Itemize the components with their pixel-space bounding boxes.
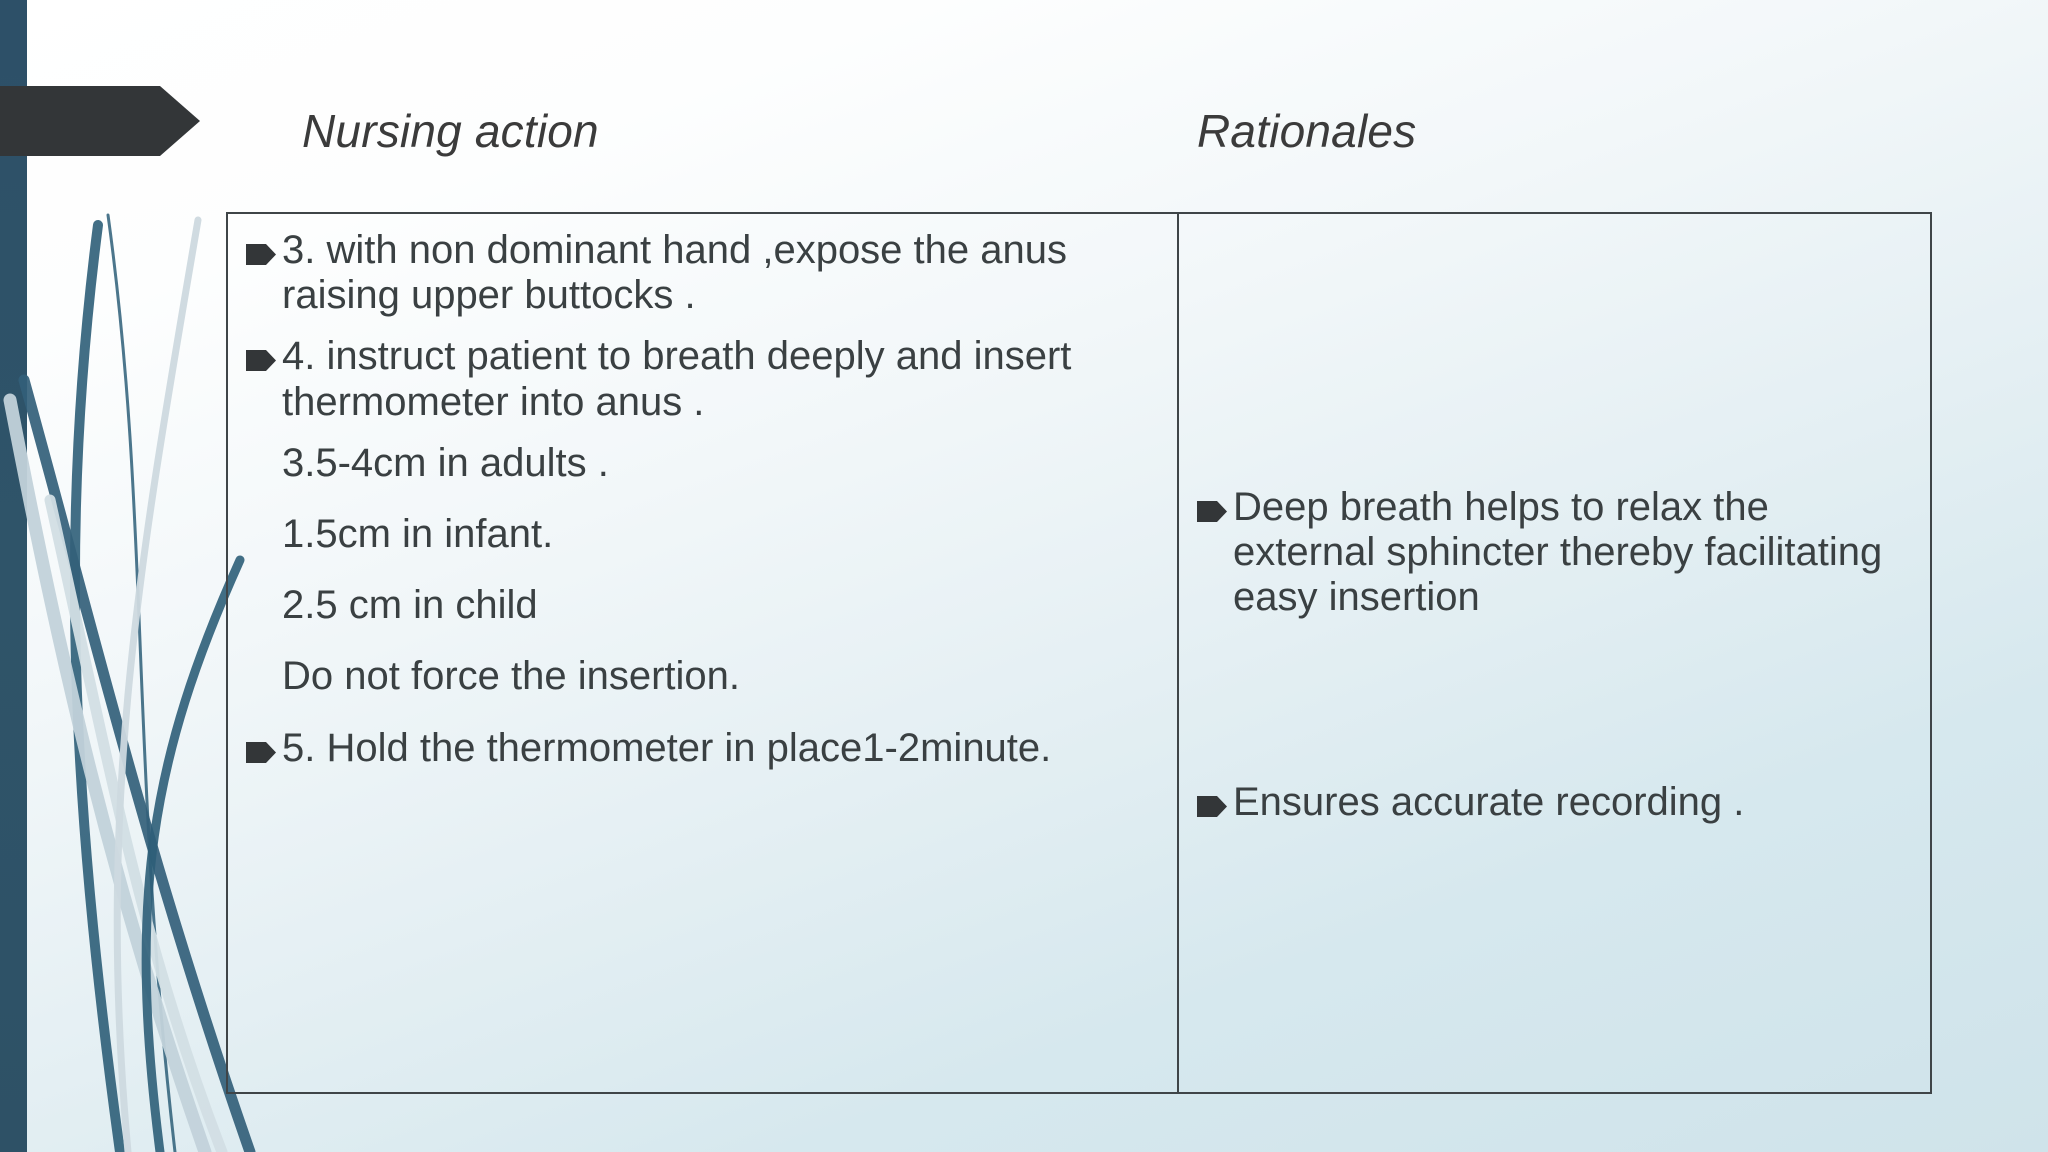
list-item-text: 4. instruct patient to breath deeply and… xyxy=(282,334,1072,424)
arrow-bullet-icon xyxy=(246,244,276,265)
banner-arrow-shape xyxy=(0,86,200,156)
table-cell-rationales: Deep breath helps to relax the external … xyxy=(1179,214,1930,1092)
list-item: 4. instruct patient to breath deeply and… xyxy=(246,334,1161,424)
list-item: Deep breath helps to relax the external … xyxy=(1197,485,1914,621)
page-title-nursing-action: Nursing action xyxy=(302,105,599,157)
left-accent-bar xyxy=(0,0,27,1152)
list-item: 3. with non dominant hand ,expose the an… xyxy=(246,228,1161,318)
list-item-text: Ensures accurate recording . xyxy=(1233,780,1745,825)
nursing-rationale-table: 3. with non dominant hand ,expose the an… xyxy=(226,212,1932,1094)
arrow-bullet-icon xyxy=(1197,500,1227,522)
list-item-text: 5. Hold the thermometer in place1-2minut… xyxy=(282,725,1052,770)
spacer xyxy=(1197,620,1914,780)
list-item-text: 3. with non dominant hand ,expose the an… xyxy=(282,228,1067,318)
list-item-text: Deep breath helps to relax the external … xyxy=(1233,484,1883,619)
page-title-rationales: Rationales xyxy=(1197,105,1417,157)
list-item-text: 3.5-4cm in adults . xyxy=(282,440,609,485)
list-item: Ensures accurate recording . xyxy=(1197,780,1914,825)
list-item: 5. Hold the thermometer in place1-2minut… xyxy=(246,726,1161,771)
list-item-text: 1.5cm in infant. xyxy=(282,511,554,556)
table-cell-nursing-action: 3. with non dominant hand ,expose the an… xyxy=(228,214,1179,1092)
arrow-bullet-icon xyxy=(1197,796,1227,818)
list-item-text: Do not force the insertion. xyxy=(282,654,741,699)
arrow-bullet-icon xyxy=(246,350,276,372)
arrow-bullet-icon xyxy=(246,741,276,763)
list-item-text: 2.5 cm in child xyxy=(282,583,538,628)
